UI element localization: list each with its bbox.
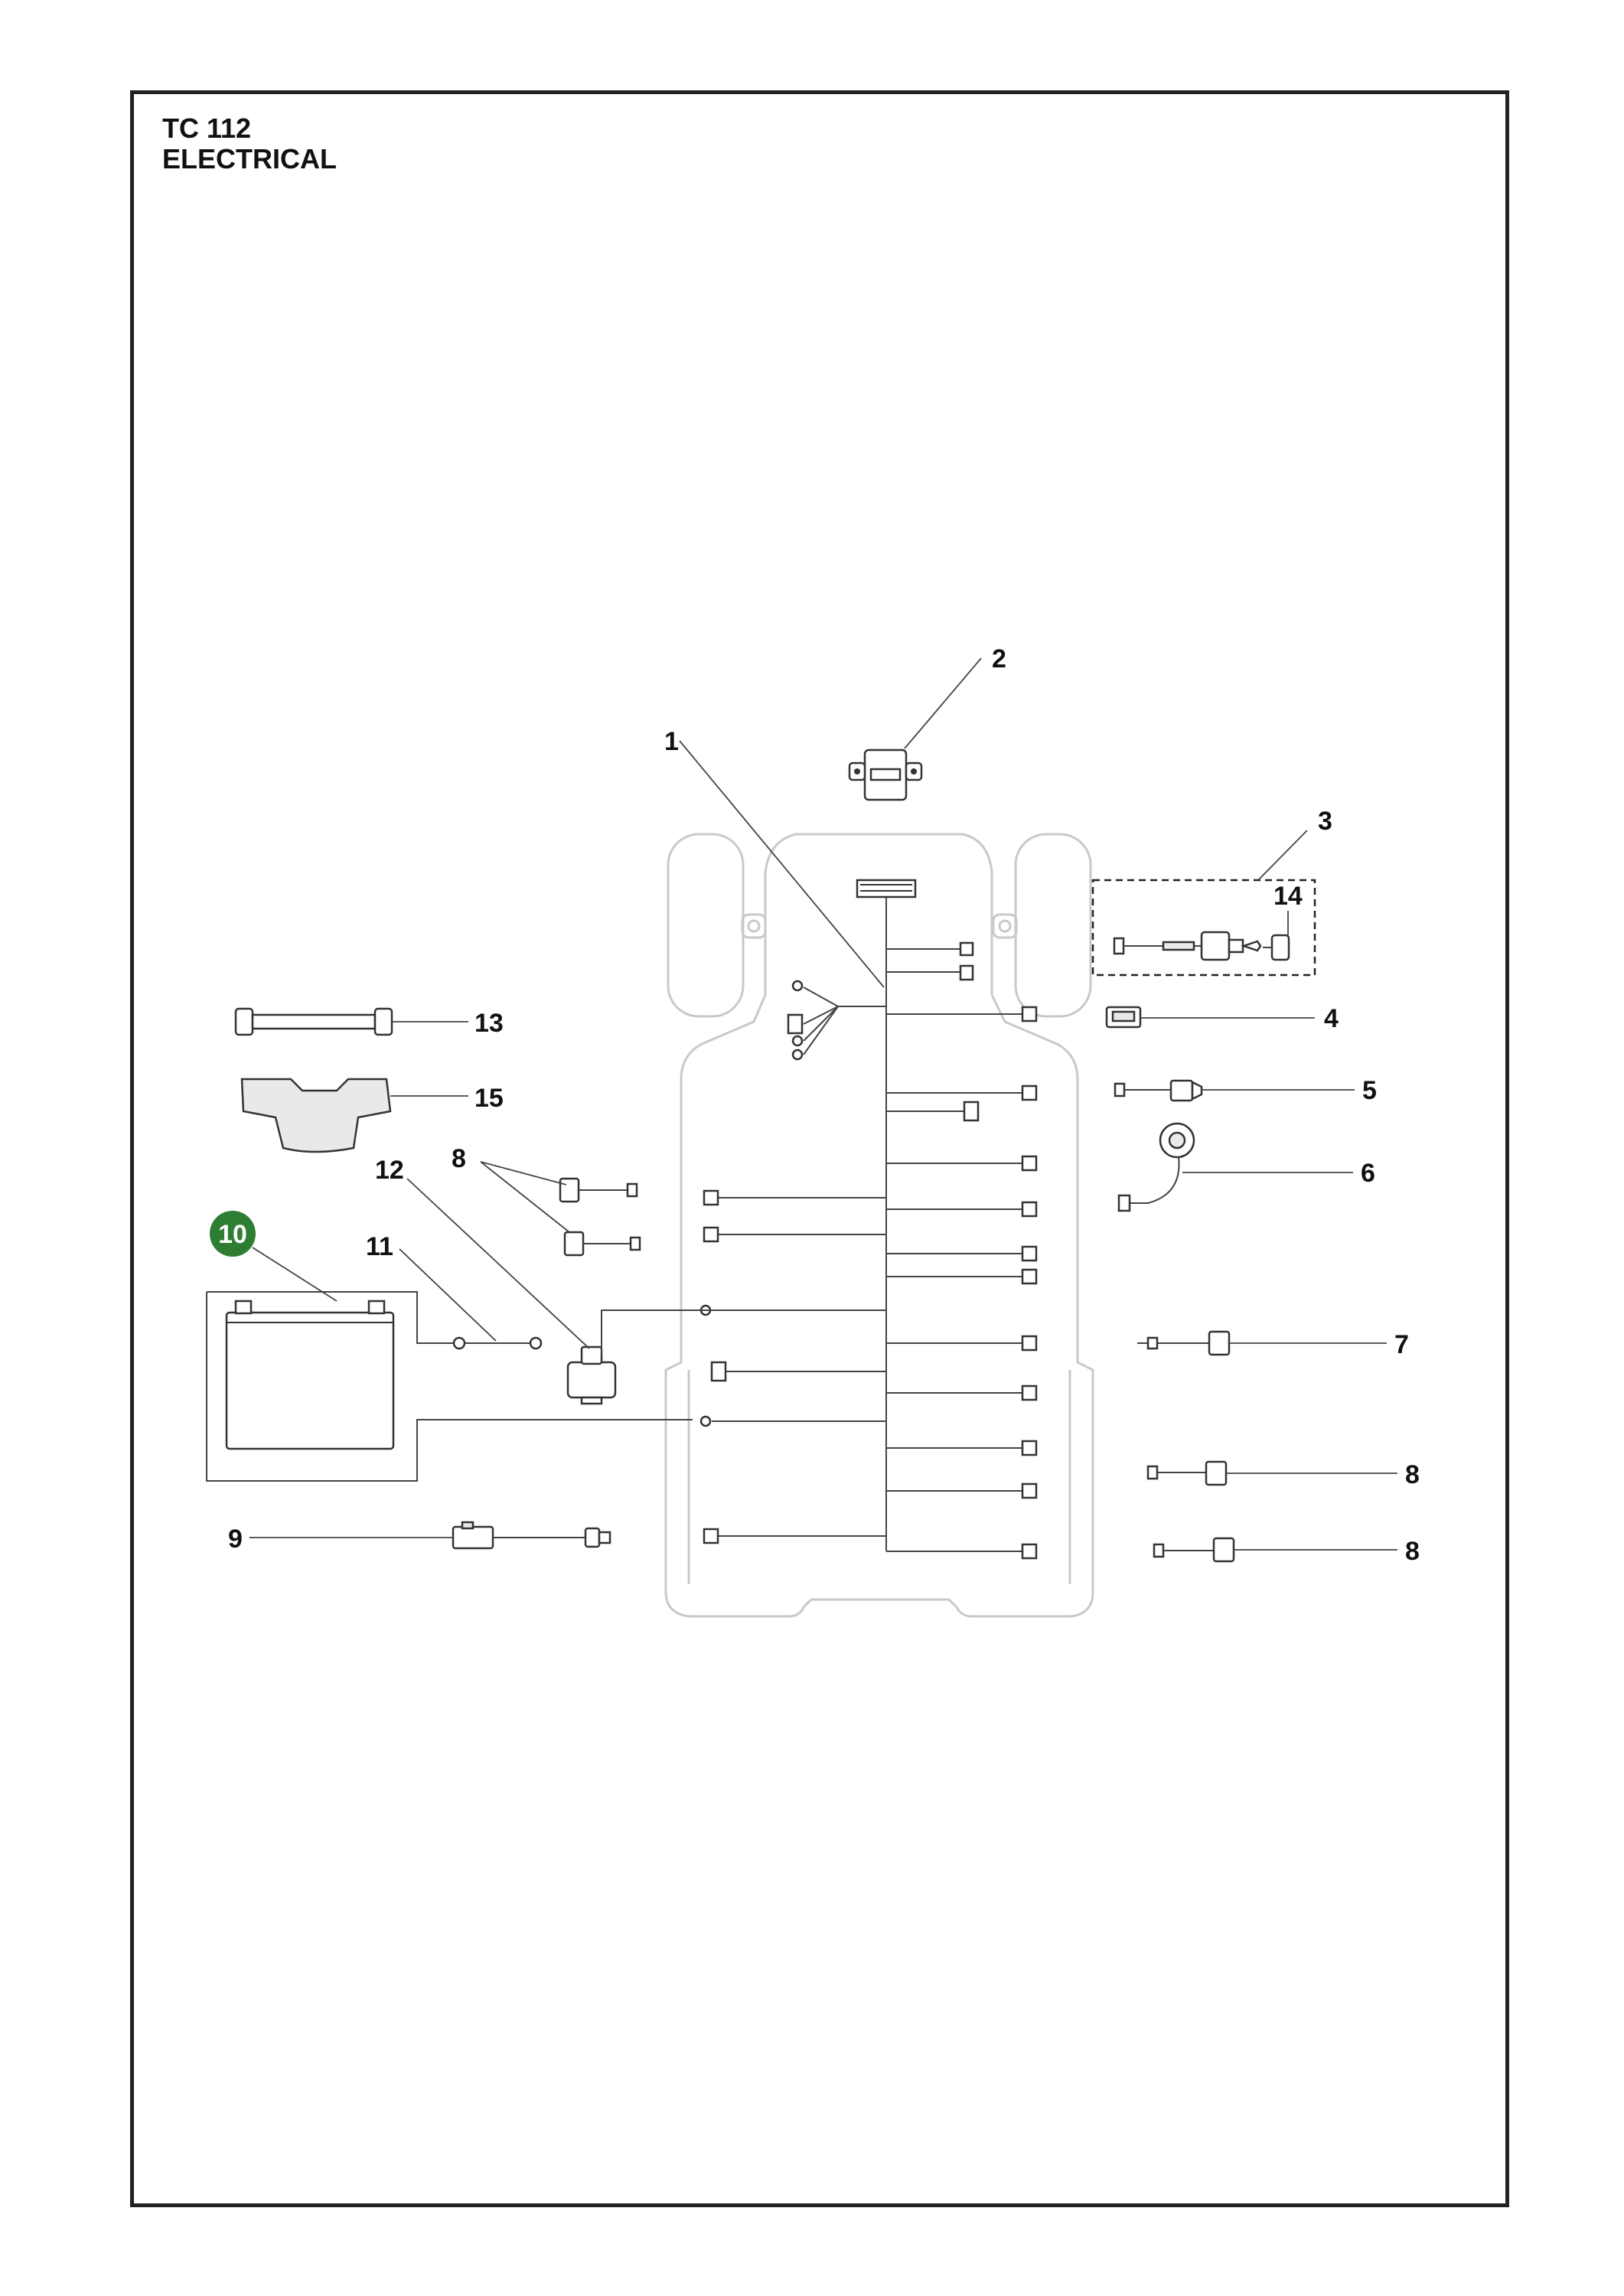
callout-13: 13 bbox=[474, 1009, 504, 1038]
battery-tray[interactable] bbox=[240, 1078, 392, 1153]
callout-7: 7 bbox=[1394, 1330, 1409, 1359]
callout-11: 11 bbox=[366, 1232, 393, 1261]
callout-2: 2 bbox=[992, 644, 1006, 673]
toggle-switch-5[interactable] bbox=[1114, 1079, 1203, 1102]
chassis-outline bbox=[664, 833, 1094, 1618]
highlight-badge-10[interactable]: 10 bbox=[210, 1211, 256, 1257]
ignition-switch[interactable] bbox=[1113, 931, 1262, 961]
callout-4: 4 bbox=[1324, 1004, 1339, 1033]
main-wire-harness[interactable] bbox=[699, 879, 1038, 1560]
ignition-key[interactable] bbox=[1263, 934, 1290, 961]
callout-10: 10 bbox=[218, 1220, 247, 1249]
ignition-kit-box bbox=[1091, 879, 1316, 977]
starter-solenoid[interactable] bbox=[566, 1309, 765, 1405]
safety-switch-8-upper[interactable] bbox=[1146, 1460, 1228, 1486]
callout-8-left: 8 bbox=[452, 1144, 466, 1173]
safety-switch-8-lower[interactable] bbox=[1153, 1537, 1235, 1563]
battery[interactable] bbox=[206, 1291, 693, 1482]
seat-sensor-6[interactable] bbox=[1117, 1122, 1195, 1212]
pto-switch-9[interactable] bbox=[452, 1521, 611, 1550]
model-title: TC 112 bbox=[162, 113, 252, 144]
callout-1: 1 bbox=[664, 727, 679, 756]
switch-7[interactable] bbox=[1137, 1330, 1231, 1356]
page-header: TC 112 ELECTRICAL bbox=[162, 113, 337, 174]
fuse-holder[interactable] bbox=[234, 1007, 393, 1036]
callout-15: 15 bbox=[474, 1084, 504, 1113]
control-module[interactable] bbox=[848, 748, 923, 801]
hour-meter[interactable] bbox=[1105, 1006, 1142, 1029]
callout-9: 9 bbox=[228, 1525, 243, 1554]
callout-8-right-upper: 8 bbox=[1405, 1460, 1420, 1489]
callout-14: 14 bbox=[1273, 882, 1303, 911]
page-frame bbox=[130, 90, 1509, 2207]
callout-3: 3 bbox=[1318, 807, 1332, 836]
callout-5: 5 bbox=[1362, 1076, 1377, 1105]
callout-6: 6 bbox=[1361, 1159, 1375, 1188]
safety-switch-8-left[interactable] bbox=[559, 1177, 641, 1257]
callout-12: 12 bbox=[375, 1156, 404, 1185]
section-title: ELECTRICAL bbox=[162, 143, 337, 174]
callout-8-right-lower: 8 bbox=[1405, 1537, 1420, 1566]
battery-cable[interactable] bbox=[452, 1336, 543, 1350]
